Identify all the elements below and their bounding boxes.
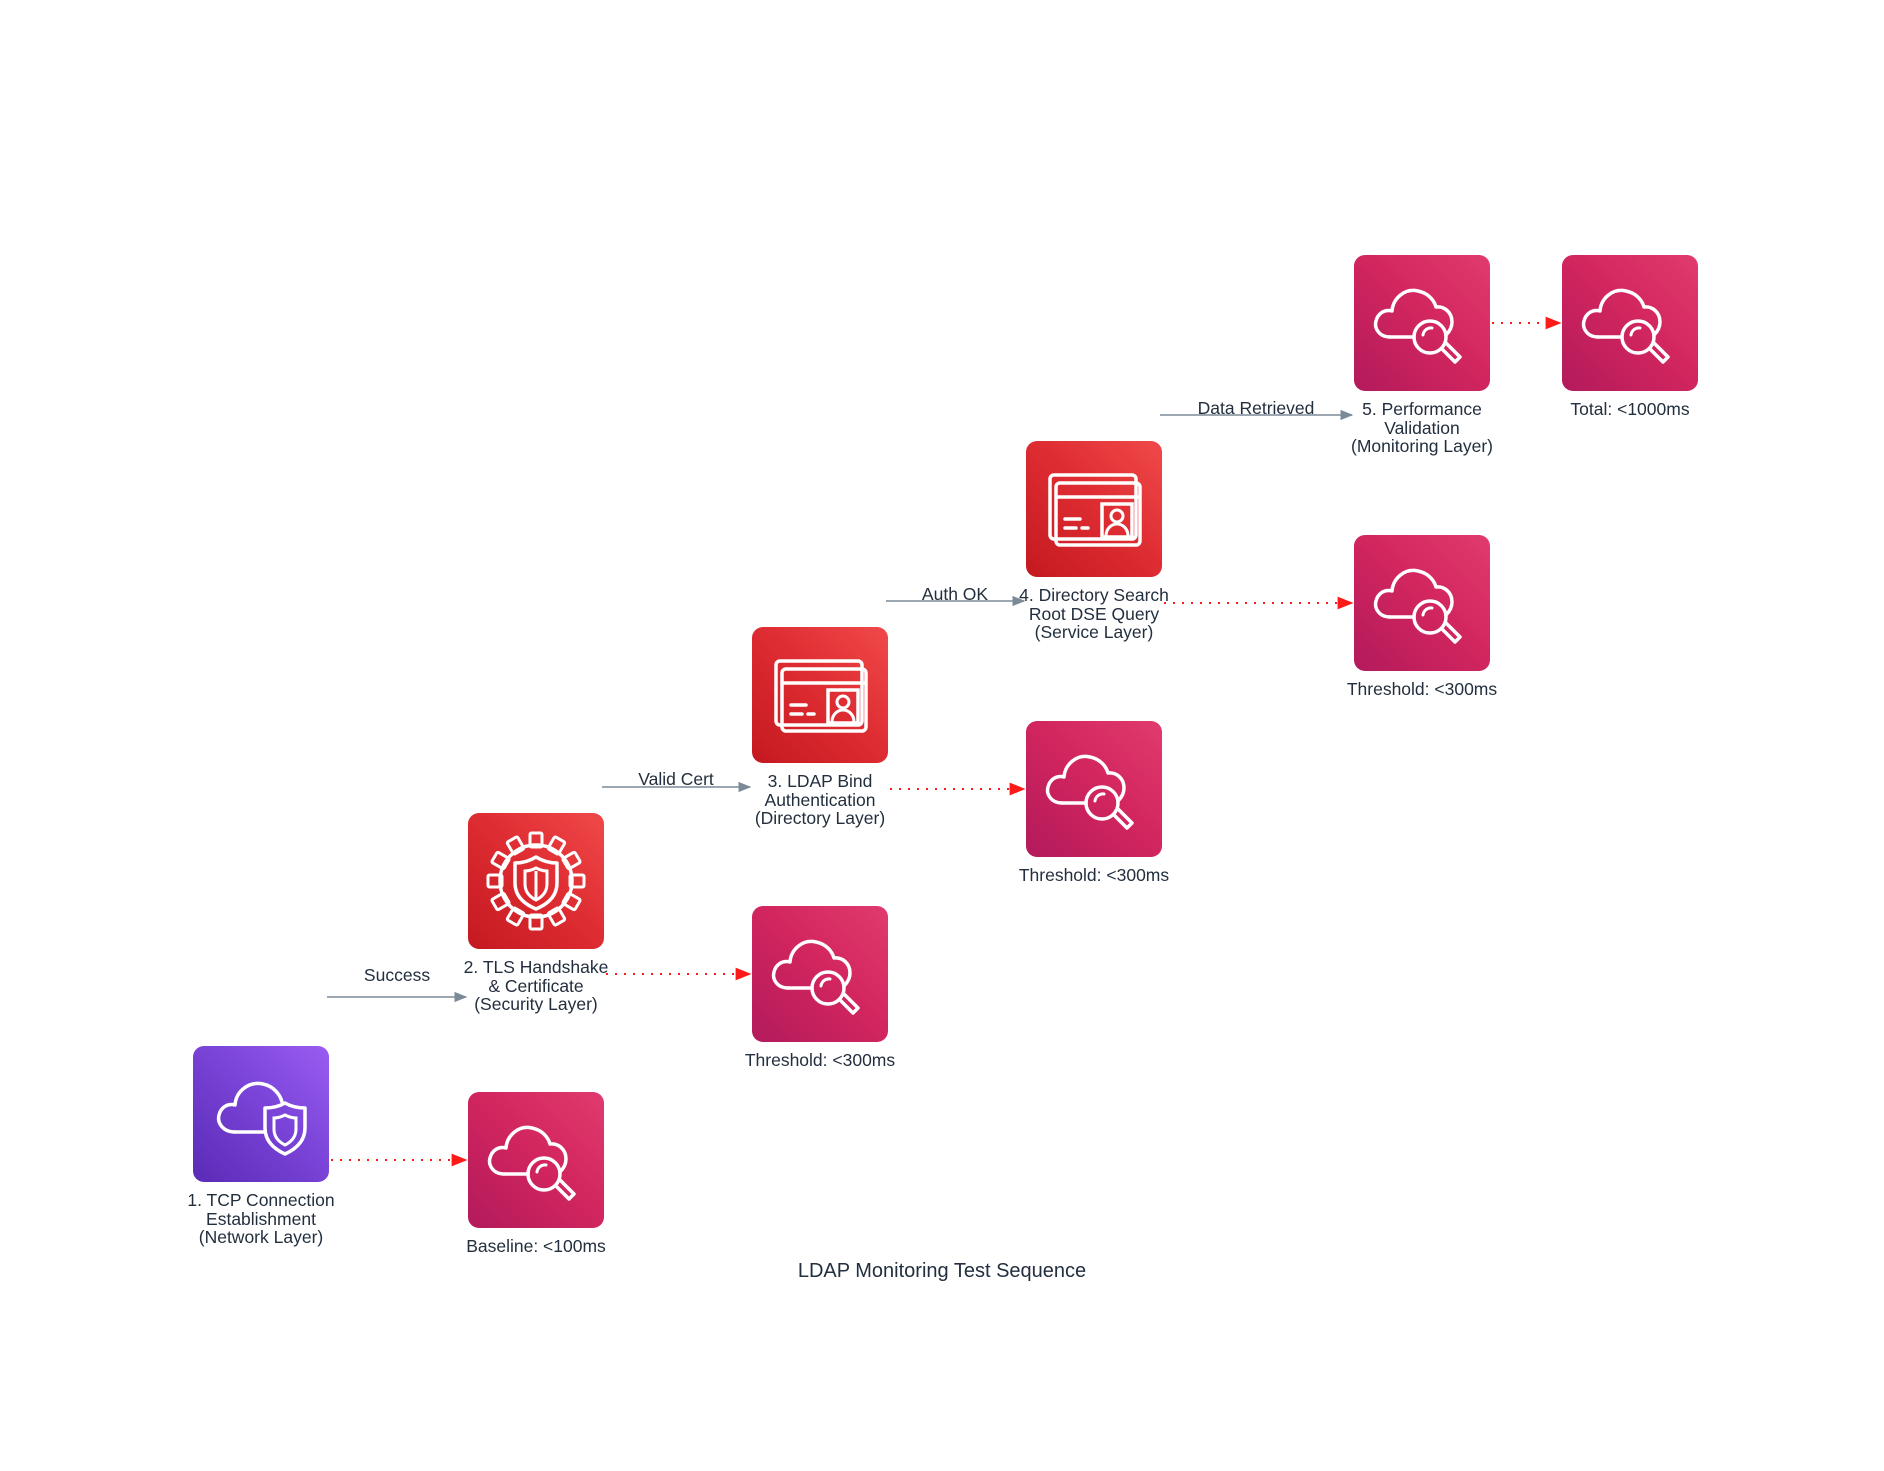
node-tls-mon[interactable]	[752, 906, 888, 1042]
cloud-search-icon	[771, 939, 860, 1015]
node-search-mon[interactable]	[1354, 535, 1490, 671]
node-label-bind-mon: Threshold: <300ms	[1018, 865, 1170, 885]
cloud-search-icon	[1581, 288, 1670, 364]
node-tcp-mon[interactable]	[468, 1092, 604, 1228]
cloud-shield-icon	[216, 1081, 307, 1156]
cloud-search-icon	[487, 1125, 576, 1201]
edge-label-tls-to-bind: Valid Cert	[638, 769, 714, 789]
cloud-search-icon	[1373, 568, 1462, 644]
node-perf[interactable]	[1354, 255, 1490, 391]
cloud-search-icon	[1045, 754, 1134, 830]
node-label-search-mon: Threshold: <300ms	[1346, 679, 1498, 699]
node-label-tls-mon: Threshold: <300ms	[744, 1050, 896, 1070]
node-label-tls: 2. TLS Handshake & Certificate (Security…	[463, 957, 609, 1014]
node-label-search: 4. Directory Search Root DSE Query (Serv…	[1019, 585, 1169, 642]
cloud-search-icon	[1373, 288, 1462, 364]
edge-label-tcp-to-tls: Success	[363, 965, 431, 985]
node-label-bind: 3. LDAP Bind Authentication (Directory L…	[754, 771, 886, 828]
diagram-title: LDAP Monitoring Test Sequence	[797, 1260, 1087, 1282]
edge-label-search-to-perf: Data Retrieved	[1197, 398, 1315, 418]
node-tcp[interactable]	[193, 1046, 329, 1182]
identity-card-icon	[774, 659, 868, 733]
node-bind-mon[interactable]	[1026, 721, 1162, 857]
gear-shield-icon	[486, 831, 586, 931]
edge-label-bind-to-search: Auth OK	[921, 584, 989, 604]
node-search[interactable]	[1026, 441, 1162, 577]
node-label-perf: 5. Performance Validation (Monitoring La…	[1351, 399, 1493, 456]
node-bind[interactable]	[752, 627, 888, 763]
node-perf-mon[interactable]	[1562, 255, 1698, 391]
node-label-tcp-mon: Baseline: <100ms	[466, 1236, 606, 1256]
node-tls[interactable]	[468, 813, 604, 949]
node-label-tcp: 1. TCP Connection Establishment (Network…	[187, 1190, 335, 1247]
identity-card-icon	[1048, 473, 1142, 547]
node-label-perf-mon: Total: <1000ms	[1570, 399, 1690, 419]
